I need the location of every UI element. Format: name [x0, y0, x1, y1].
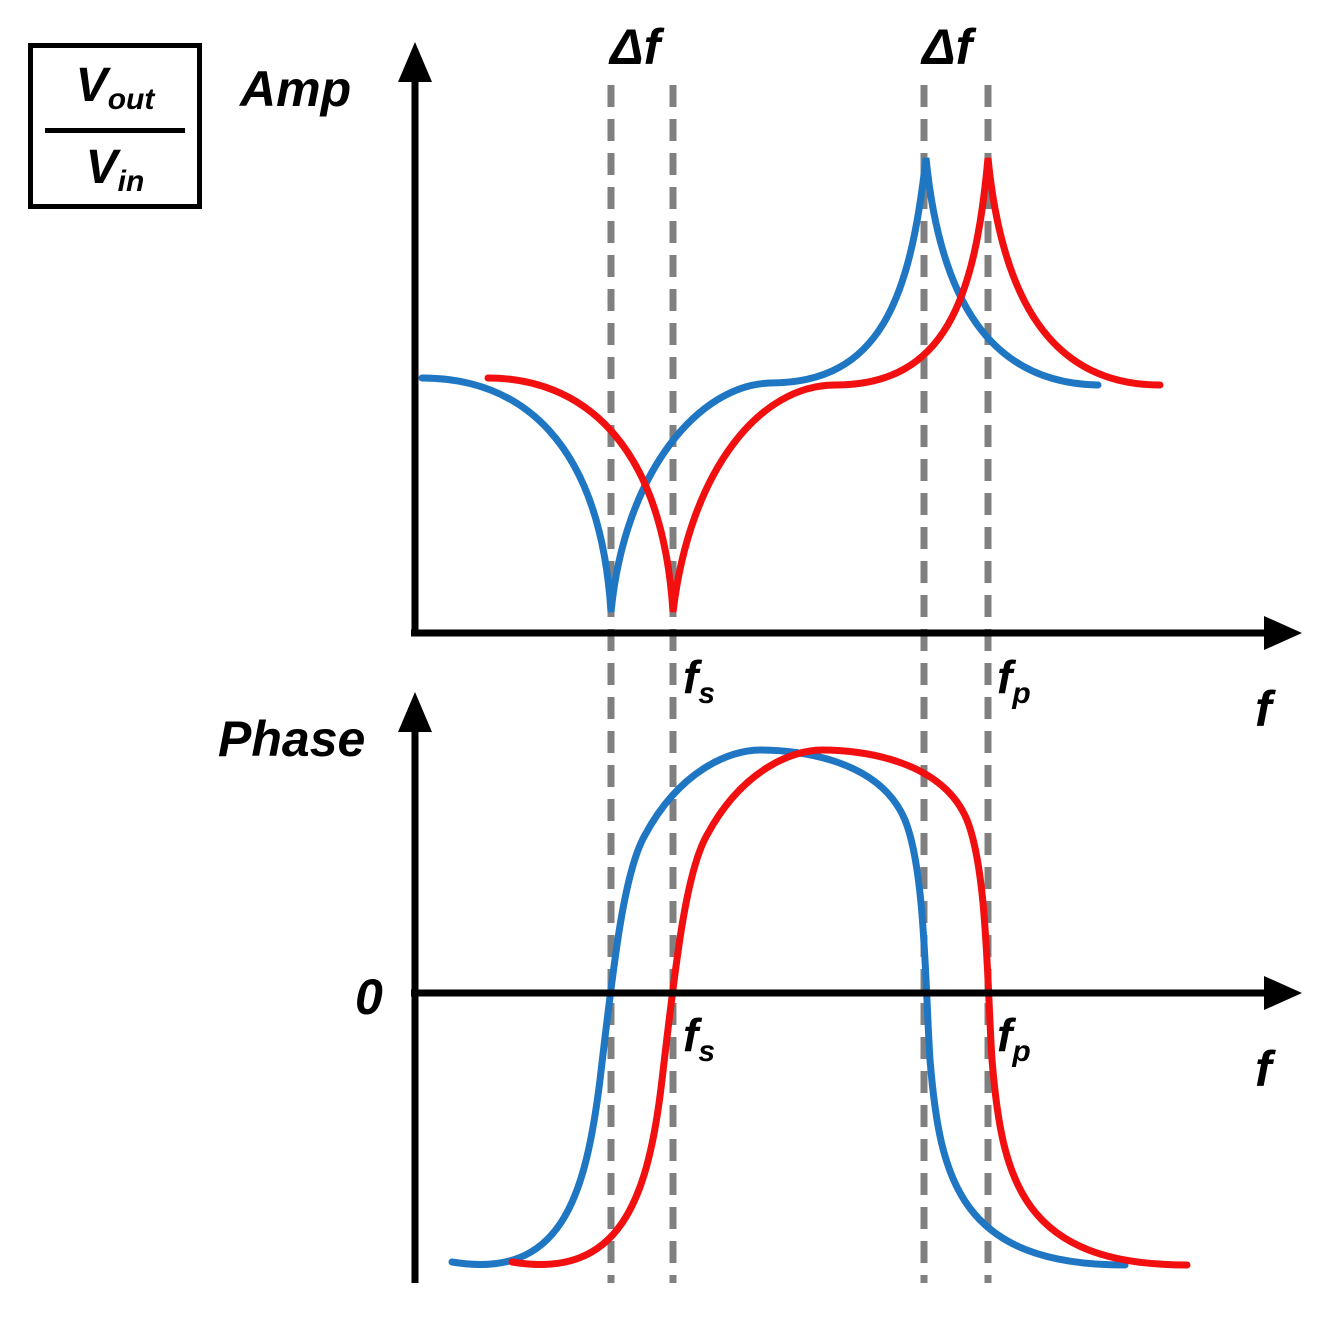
transfer-function-box: Vout Vin: [28, 43, 202, 209]
amp-f-axis-label: f: [1255, 681, 1272, 737]
phase-f-axis-label: f: [1255, 1041, 1272, 1097]
phase-fp-label: fp: [997, 1009, 1031, 1068]
amp-fs-label: fs: [683, 651, 716, 710]
phase-fs-label: fs: [683, 1009, 716, 1068]
amp-y-arrowhead: [398, 42, 432, 82]
delta-f-label-left: Δf: [610, 19, 661, 75]
amp-curve-blue: [418, 157, 1102, 613]
phase-curve-blue: [448, 746, 1129, 1269]
phase-axes: [411, 725, 1280, 1283]
phase-curve-red: [508, 746, 1191, 1269]
phase-y-arrowhead: [398, 692, 432, 732]
amp-axes: [411, 75, 1280, 637]
amp-fp-label: fp: [997, 651, 1031, 710]
amp-x-arrowhead: [1264, 616, 1302, 650]
dashed-guides: [607, 85, 992, 1283]
amp-axis-label: Amp: [240, 61, 352, 117]
phase-axis-label: Phase: [218, 711, 366, 767]
phase-zero-label: 0: [355, 969, 383, 1025]
amp-curve-red: [484, 157, 1164, 613]
delta-f-label-right: Δf: [922, 19, 973, 75]
fraction-bar: [45, 128, 185, 133]
tf-numerator: Vout: [75, 59, 155, 116]
phase-x-arrowhead: [1264, 976, 1302, 1010]
tf-denominator: Vin: [85, 141, 145, 198]
